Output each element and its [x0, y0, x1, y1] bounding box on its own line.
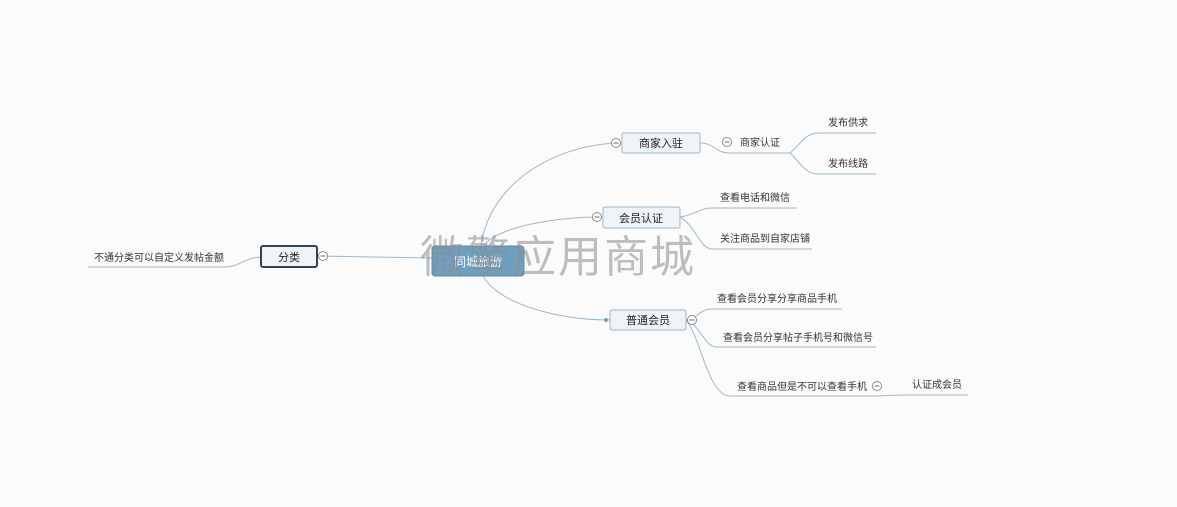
merchant-sub-label: 商家认证	[740, 136, 780, 149]
connector-category-leaf	[224, 256, 263, 268]
member-auth-collapse-icon[interactable]	[592, 212, 602, 222]
member-auth-node[interactable]: 会员认证	[602, 206, 681, 229]
category-leaf: 不通分类可以自定义发帖金额	[94, 251, 224, 264]
member-auth-leaf-1: 查看电话和微信	[720, 191, 790, 204]
connector-root-merchant	[480, 142, 623, 247]
watermark: 微擎应用商城	[420, 232, 696, 283]
category-label: 分类	[278, 250, 300, 264]
connector-normal-leaf-3	[685, 319, 731, 397]
normal-member-leaf-2: 查看会员分享帖子手机号和微信号	[723, 331, 873, 344]
merchant-collapse-icon[interactable]	[611, 138, 621, 148]
connector-root-category	[316, 255, 433, 259]
category-collapse-icon[interactable]	[318, 251, 328, 261]
connector-normal-sub-leaf	[869, 394, 906, 397]
connector-root-normal-member	[482, 275, 611, 321]
normal-member-leaf-3: 查看商品但是不可以查看手机	[737, 380, 867, 393]
category-node[interactable]: 分类	[260, 245, 318, 268]
member-auth-leaf-2: 关注商品到自家店铺	[720, 232, 810, 245]
connector-merchant-sub	[699, 142, 731, 154]
merchant-leaf-2: 发布线路	[828, 157, 868, 170]
normal-member-anchor-dot	[604, 318, 608, 322]
connector-sub-leaf-1	[789, 132, 819, 154]
member-auth-label: 会员认证	[619, 212, 663, 225]
connector-member-auth-leaf-1	[679, 207, 713, 218]
normal-leaf-3-collapse-icon[interactable]	[872, 381, 882, 391]
root-label: 同城旅游	[454, 255, 502, 269]
connector-root-member-auth	[482, 216, 604, 247]
normal-member-node[interactable]: 普通会员	[609, 309, 687, 331]
merchant-sub-collapse-icon[interactable]	[722, 137, 732, 147]
merchant-leaf-1: 发布供求	[828, 116, 868, 129]
normal-member-collapse-icon[interactable]	[687, 315, 697, 325]
normal-member-sub-leaf: 认证成会员	[912, 378, 962, 391]
normal-member-leaf-1: 查看会员分享分享商品手机	[717, 292, 837, 305]
merchant-label: 商家入驻	[639, 136, 683, 150]
connector-member-auth-leaf-2	[679, 216, 713, 250]
merchant-node[interactable]: 商家入驻	[621, 132, 701, 154]
normal-member-label: 普通会员	[626, 313, 670, 327]
connector-sub-leaf-2	[789, 152, 819, 175]
root-node[interactable]: 同城旅游	[431, 245, 525, 277]
